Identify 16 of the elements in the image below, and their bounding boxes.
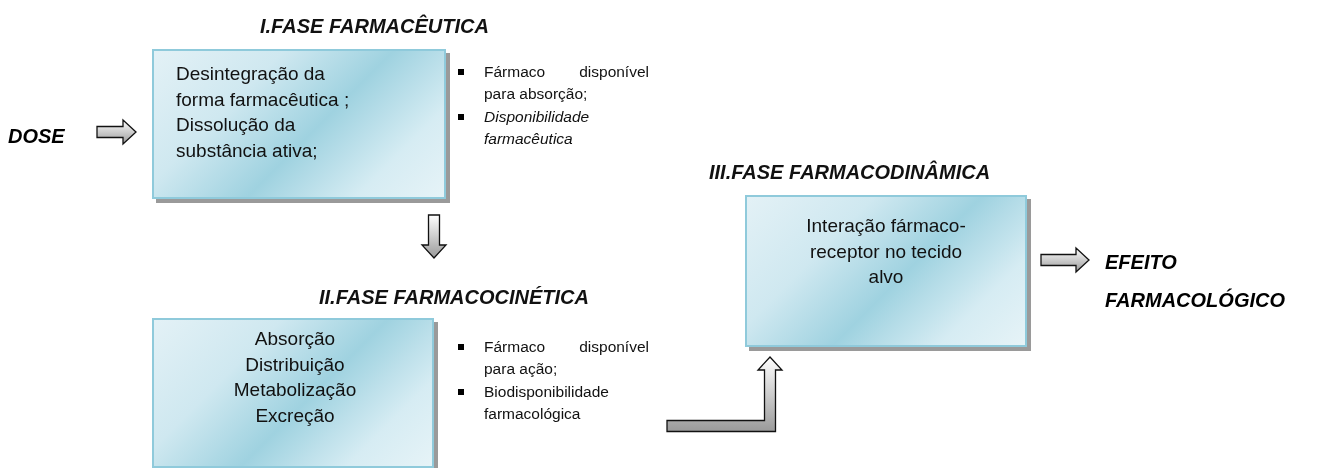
phase-heading: II.FASE FARMACOCINÉTICA bbox=[319, 285, 589, 310]
block-arrow bbox=[666, 356, 784, 433]
bullet-item: Fármaco disponível para absorção; bbox=[454, 61, 649, 106]
bare-text-label: DOSE bbox=[8, 117, 83, 147]
block-arrow bbox=[420, 214, 448, 259]
bullet-item: Disponibilidade farmacêutica bbox=[454, 105, 649, 151]
box-text: Interação fármaco-receptor no tecido alvo bbox=[805, 214, 967, 290]
box-text: Absorção Distribuição Metabolização Excreção bbox=[232, 327, 358, 428]
bullet-item: Biodisponibilidade farmacológica bbox=[454, 380, 649, 426]
block-arrow bbox=[1040, 246, 1090, 274]
phase-heading: I.FASE FARMACÊUTICA bbox=[260, 13, 489, 39]
block-arrow bbox=[96, 118, 137, 146]
bare-text-label: EFEITO FARMACOLÓGICO bbox=[1105, 243, 1325, 319]
phase-heading: III.FASE FARMACODINÂMICA bbox=[709, 159, 991, 185]
box-text: Desintegração da forma farmacêutica ; Dissolução da substância ativa; bbox=[176, 62, 351, 163]
bullet-item: Fármaco disponível para ação; bbox=[454, 336, 649, 381]
